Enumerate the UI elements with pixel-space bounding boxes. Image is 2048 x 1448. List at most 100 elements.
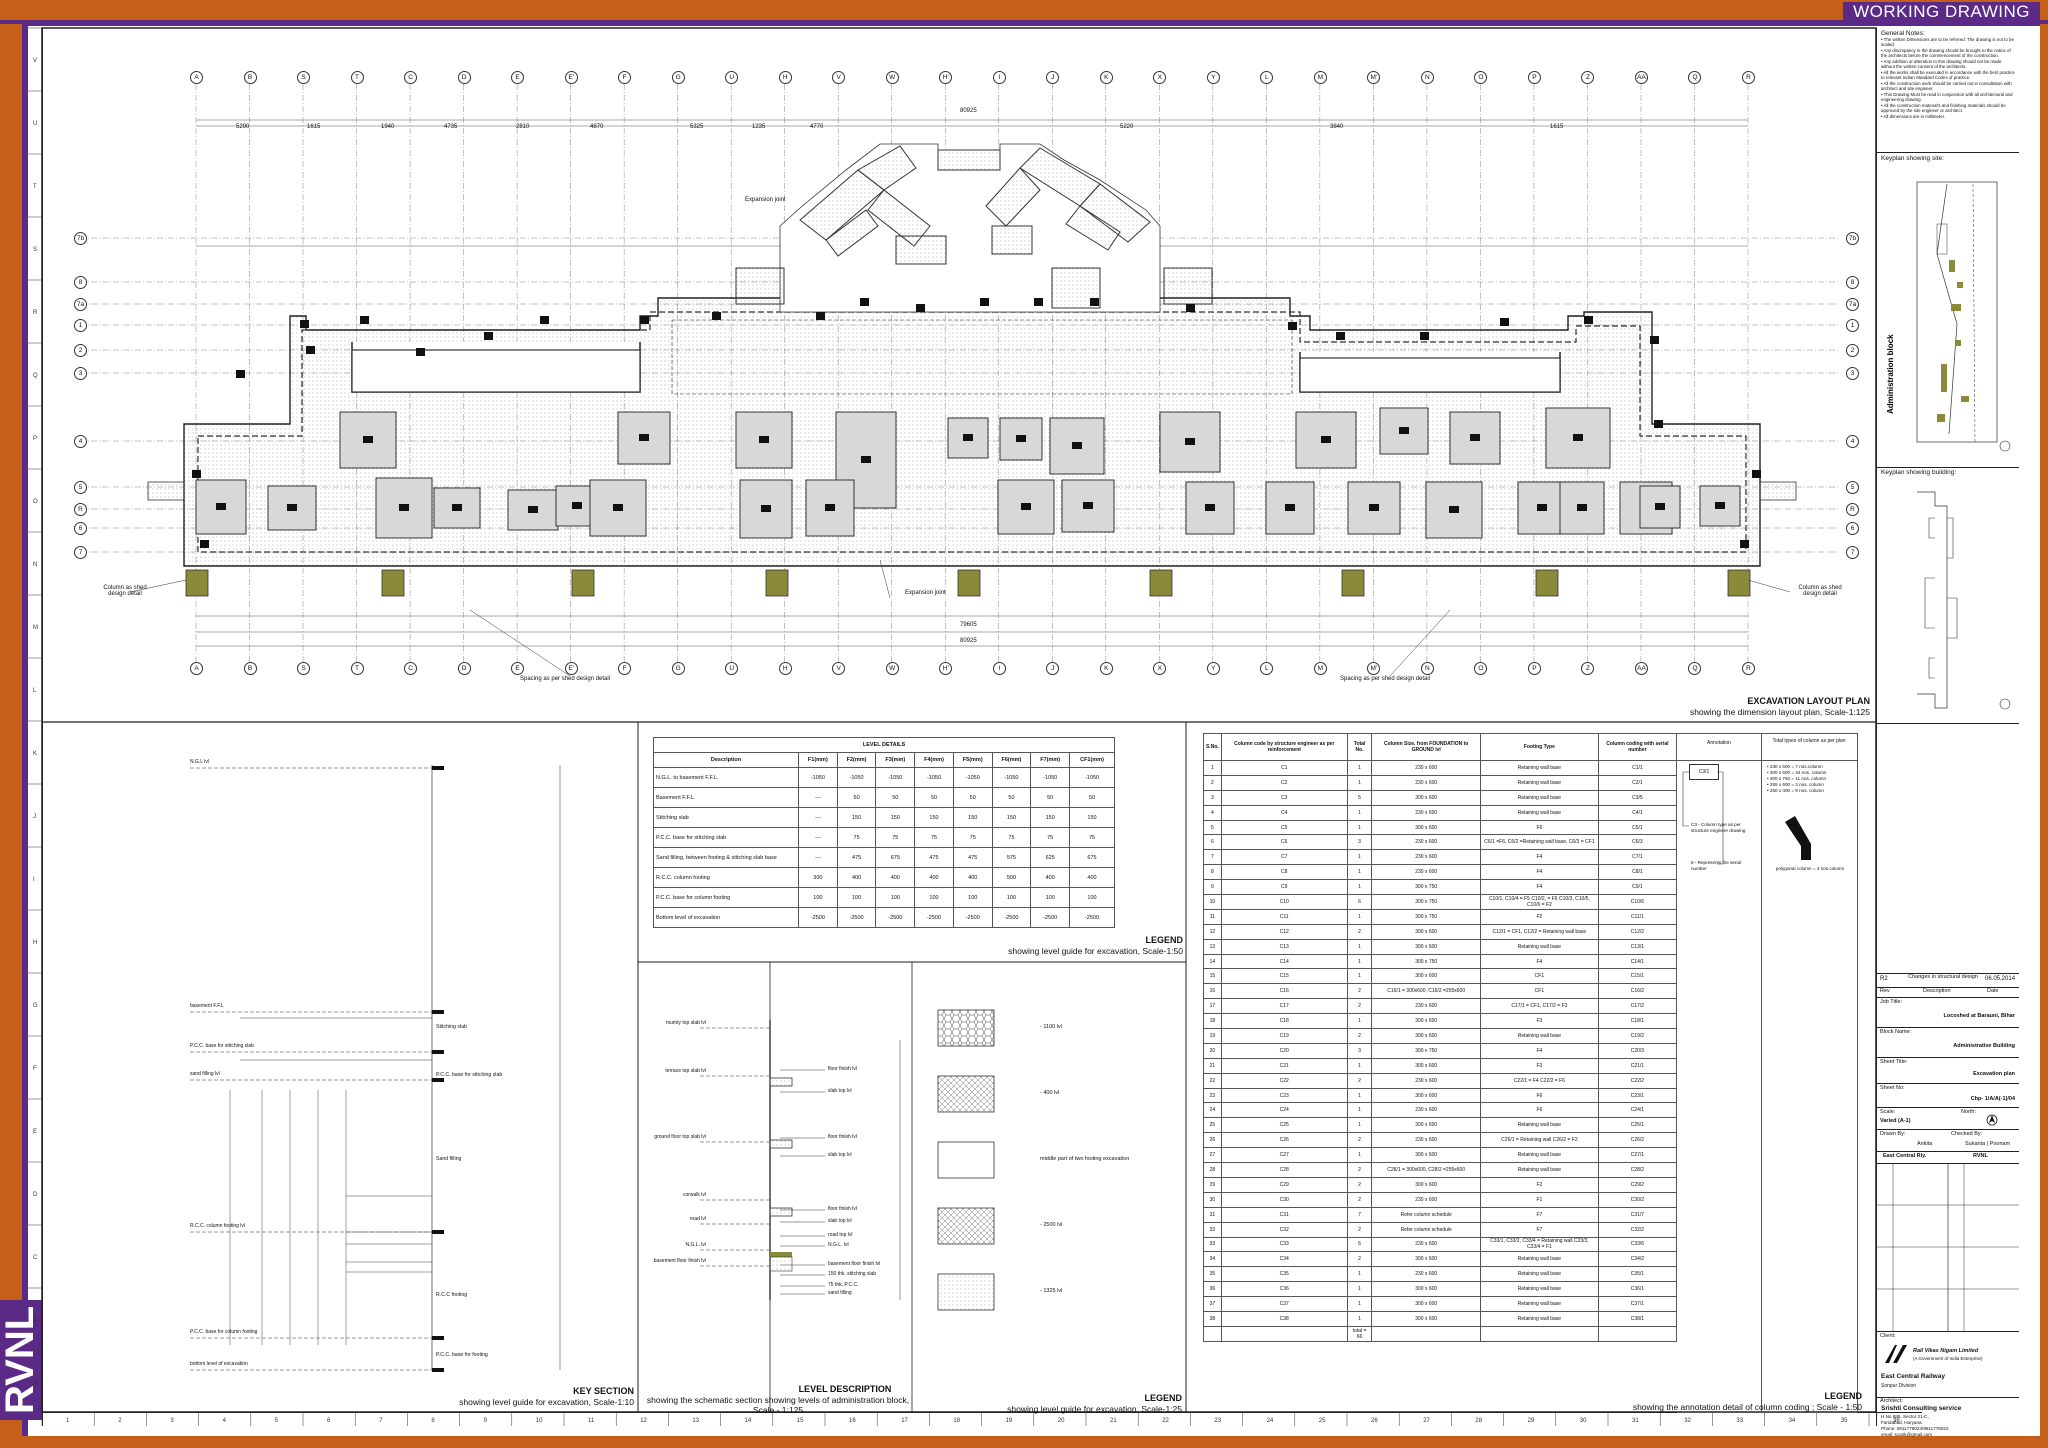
- ruler-bottom-number: 21: [1110, 1418, 1117, 1424]
- ruler-left-letter: N: [33, 562, 37, 568]
- dim-6: 4870: [590, 124, 604, 130]
- level-cell: 50: [836, 787, 877, 808]
- schedule-cell: 32: [1203, 1221, 1222, 1238]
- general-note-5: • This Drawing Must be read in conjuncti…: [1881, 92, 2013, 102]
- level-cell: 150: [836, 807, 877, 828]
- grid-bubble-top-E: E: [511, 71, 525, 84]
- level-cell: 400: [914, 867, 954, 888]
- general-note-3: • All the works shall be executed in acc…: [1881, 70, 2015, 80]
- level-cell: Stitching slab: [653, 807, 799, 828]
- level-row: N.G.L. to basement F.F.L.-1050-1050-1050…: [653, 767, 1115, 788]
- schedule-cell: C28/2: [1597, 1162, 1678, 1178]
- hatch-legend-item-1: - 400 lvl: [1040, 1090, 1060, 1096]
- schedule-cell: C4/1: [1597, 804, 1678, 821]
- grid-bubble-left-6: 6: [74, 522, 87, 535]
- lvl-desc-label-2: ground floor top slab lvl: [654, 1134, 706, 1140]
- ruler-bottom-number: 10: [536, 1418, 543, 1424]
- schedule-cell: [1220, 1325, 1348, 1342]
- schedule-cell: Retaining wall base: [1479, 760, 1599, 776]
- level-cell: -1050: [1069, 767, 1115, 788]
- schedule-cell: C6/1 =F6, C6/2 =Retaining wall base, C6/…: [1479, 834, 1599, 851]
- schedule-cell: C3/5: [1597, 789, 1678, 806]
- key-level-label-5: P.C.C. base for column footing: [190, 1329, 258, 1335]
- key-level-label-6: bottom level of excavation: [190, 1361, 248, 1367]
- schedule-cell: Refer column schedule: [1371, 1206, 1481, 1223]
- grid-bubble-left-2: 2: [74, 344, 87, 357]
- schedule-cell: C12: [1220, 923, 1348, 940]
- schedule-cell: C9/1: [1597, 879, 1678, 896]
- grid-bubble-bottom-M': M': [1367, 662, 1381, 675]
- lvl-desc-right-label-5: slab top lvl: [828, 1218, 852, 1224]
- schedule-cell: C6/3: [1597, 834, 1678, 851]
- schedule-cell: 5: [1346, 789, 1373, 806]
- level-cell: 50: [875, 787, 916, 808]
- schedule-side-columns: Annotation C3/1 C3 - Column type as per …: [1677, 733, 1858, 1413]
- level-cell: 150: [952, 807, 993, 828]
- grid-bubble-right-7a: 7a: [1846, 298, 1859, 311]
- schedule-cell: 28: [1203, 1162, 1222, 1178]
- schedule-cell: 1: [1346, 879, 1373, 896]
- grid-bubble-top-AA: AA: [1634, 71, 1648, 84]
- grid-bubble-bottom-A: A: [190, 662, 203, 675]
- grid-bubble-bottom-D: D: [457, 662, 471, 675]
- grid-bubble-bottom-Y: Y: [1206, 662, 1220, 675]
- level-cell: ---: [798, 847, 838, 868]
- types-header: Total types of column as per plan: [1761, 734, 1857, 761]
- ruler-left-letter: O: [33, 499, 38, 505]
- schedule-cell: 230 x 600: [1371, 760, 1481, 776]
- level-cell: R.C.C. column footing: [653, 867, 799, 888]
- schedule-cell: 1: [1346, 938, 1373, 955]
- ruler-left-letter: K: [33, 751, 37, 757]
- plan-subtitle: showing the dimension layout plan, Scale…: [1689, 707, 1870, 717]
- schedule-cell: C6: [1220, 834, 1348, 851]
- schedule-cell: C33/6: [1597, 1236, 1678, 1253]
- schedule-cell: F6: [1479, 819, 1599, 836]
- schedule-cell: F3: [1479, 1057, 1599, 1074]
- schedule-cell: C30/2: [1597, 1191, 1678, 1208]
- level-col-0: Description: [653, 752, 799, 768]
- schedule-cell: F4: [1479, 953, 1599, 970]
- schedule-cell: 230 x 600: [1371, 804, 1481, 821]
- dim-7: 5325: [690, 124, 704, 130]
- ruler-bottom-number: 15: [797, 1418, 804, 1424]
- level-cell: 100: [991, 887, 1032, 908]
- schedule-cell: C32/2: [1597, 1221, 1678, 1238]
- block-name: Administrative Building: [1953, 1043, 2015, 1049]
- schedule-cell: 300 x 600: [1371, 968, 1481, 985]
- schedule-cell: 300 x 600: [1371, 1117, 1481, 1134]
- schedule-cell: C31: [1220, 1206, 1348, 1223]
- schedule-cell: 1: [1203, 760, 1222, 776]
- top-banner: WORKING DRAWING: [0, 0, 2048, 26]
- ruler-bottom-number: 7: [379, 1418, 383, 1424]
- architect-box: Architect: Srishti Consulting service H.…: [1877, 1397, 2019, 1440]
- north-arrow-icon: [1986, 1114, 1998, 1126]
- schedule-cell: 1: [1346, 908, 1373, 925]
- level-cell: 75: [836, 827, 877, 848]
- grid-bubble-bottom-H': H': [939, 662, 953, 675]
- lvl-desc-label-1: terrace top slab lvl: [665, 1068, 706, 1074]
- level-cell: N.G.L. to basement F.F.L.: [653, 767, 799, 788]
- schedule-cell: 1: [1346, 1013, 1373, 1030]
- schedule-cell: 29: [1203, 1176, 1222, 1193]
- schedule-cell: F1: [1479, 1191, 1599, 1208]
- grid-bubble-right-1: 1: [1846, 319, 1859, 332]
- schedule-cell: C38/1: [1597, 1310, 1678, 1327]
- schedule-cell: 37: [1203, 1296, 1222, 1312]
- schedule-cell: C11/1: [1597, 908, 1678, 925]
- level-cell: 625: [1030, 847, 1071, 868]
- grid-bubble-right-7b: 7b: [1846, 232, 1859, 245]
- schedule-cell: C26: [1220, 1132, 1348, 1149]
- level-cell: -2500: [875, 907, 916, 928]
- ruler-left-letter: T: [33, 184, 37, 190]
- schedule-cell: C22/1 = F4 C22/2 = F6: [1479, 1072, 1599, 1089]
- schedule-cell: C15: [1220, 968, 1348, 985]
- column-type-2: • 300 x 750 = 11 nos. column: [1767, 776, 1827, 781]
- schedule-cell: 300 x 600: [1371, 819, 1481, 836]
- level-cell: 75: [914, 827, 954, 848]
